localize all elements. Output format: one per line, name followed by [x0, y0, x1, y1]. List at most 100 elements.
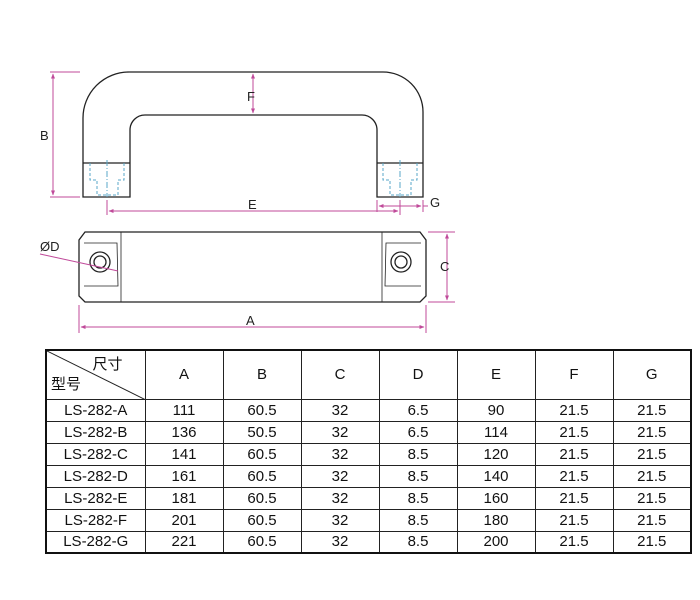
table-row: LS-282-B 136 50.5 32 6.5 114 21.5 21.5: [45, 420, 692, 444]
value-cell: 21.5: [534, 486, 614, 510]
dim-d-leader: [39, 253, 119, 272]
model-cell: LS-282-A: [45, 398, 146, 422]
value-cell: 32: [300, 508, 380, 532]
value-cell: 21.5: [534, 508, 614, 532]
model-cell: LS-282-B: [45, 420, 146, 444]
value-cell: 21.5: [612, 508, 692, 532]
value-cell: 111: [144, 398, 224, 422]
value-cell: 8.5: [378, 530, 458, 554]
value-cell: 8.5: [378, 464, 458, 488]
table-row: LS-282-C 141 60.5 32 8.5 120 21.5 21.5: [45, 442, 692, 466]
col-header-g: G: [612, 349, 692, 400]
value-cell: 21.5: [612, 530, 692, 554]
value-cell: 21.5: [612, 420, 692, 444]
dim-label-g: G: [430, 195, 440, 210]
table-row: LS-282-E 181 60.5 32 8.5 160 21.5 21.5: [45, 486, 692, 510]
dim-label-d: ØD: [40, 239, 60, 254]
right-hole-inner: [394, 255, 408, 269]
col-header-d: D: [378, 349, 458, 400]
col-header-f: F: [534, 349, 614, 400]
value-cell: 21.5: [534, 464, 614, 488]
value-cell: 21.5: [534, 530, 614, 554]
value-cell: 200: [456, 530, 536, 554]
value-cell: 21.5: [534, 442, 614, 466]
right-hidden-hole: [382, 163, 418, 196]
dim-label-a: A: [246, 313, 255, 328]
top-view: [78, 231, 427, 303]
value-cell: 21.5: [612, 398, 692, 422]
value-cell: 32: [300, 530, 380, 554]
col-header-e: E: [456, 349, 536, 400]
col-header-c: C: [300, 349, 380, 400]
left-hole-inner: [93, 255, 107, 269]
value-cell: 50.5: [222, 420, 302, 444]
value-cell: 6.5: [378, 420, 458, 444]
value-cell: 60.5: [222, 442, 302, 466]
model-cell: LS-282-D: [45, 464, 146, 488]
value-cell: 180: [456, 508, 536, 532]
value-cell: 32: [300, 442, 380, 466]
top-view-outline: [78, 231, 427, 303]
value-cell: 32: [300, 398, 380, 422]
value-cell: 8.5: [378, 442, 458, 466]
corner-label-dimension: 尺寸: [92, 356, 123, 373]
value-cell: 60.5: [222, 486, 302, 510]
table-row: LS-282-A 111 60.5 32 6.5 90 21.5 21.5: [45, 398, 692, 422]
dim-label-f: F: [247, 89, 255, 104]
value-cell: 8.5: [378, 508, 458, 532]
corner-diagonal: [47, 351, 144, 398]
left-end-block-inner: [84, 242, 119, 287]
model-cell: LS-282-F: [45, 508, 146, 532]
value-cell: 201: [144, 508, 224, 532]
right-hole-outer: [390, 251, 412, 273]
value-cell: 21.5: [534, 398, 614, 422]
value-cell: 160: [456, 486, 536, 510]
value-cell: 136: [144, 420, 224, 444]
corner-label-model: 型号: [51, 375, 82, 393]
value-cell: 60.5: [222, 530, 302, 554]
value-cell: 60.5: [222, 398, 302, 422]
value-cell: 114: [456, 420, 536, 444]
value-cell: 90: [456, 398, 536, 422]
value-cell: 60.5: [222, 464, 302, 488]
top-view-dimensions: [39, 231, 455, 333]
table-row: LS-282-D 161 60.5 32 8.5 140 21.5 21.5: [45, 464, 692, 488]
value-cell: 21.5: [534, 420, 614, 444]
value-cell: 141: [144, 442, 224, 466]
left-hole-outer: [89, 251, 111, 273]
left-hidden-hole: [89, 163, 125, 196]
model-cell: LS-282-G: [45, 530, 146, 554]
front-view-outline: [82, 71, 424, 198]
table-header-row: 尺寸 型号 A B C D E F G: [45, 349, 692, 400]
col-header-b: B: [222, 349, 302, 400]
value-cell: 32: [300, 420, 380, 444]
dim-label-b: B: [40, 128, 49, 143]
value-cell: 181: [144, 486, 224, 510]
value-cell: 221: [144, 530, 224, 554]
value-cell: 8.5: [378, 486, 458, 510]
col-header-a: A: [144, 349, 224, 400]
hidden-threaded-holes: [89, 160, 418, 197]
value-cell: 32: [300, 486, 380, 510]
handle-technical-drawing: B F E G: [39, 71, 455, 333]
dim-label-c: C: [440, 259, 449, 274]
dim-label-e: E: [248, 197, 257, 212]
value-cell: 120: [456, 442, 536, 466]
value-cell: 60.5: [222, 508, 302, 532]
model-cell: LS-282-E: [45, 486, 146, 510]
value-cell: 32: [300, 464, 380, 488]
front-view-dimensions: [50, 71, 428, 215]
table-corner-cell: 尺寸 型号: [45, 349, 146, 400]
value-cell: 140: [456, 464, 536, 488]
value-cell: 21.5: [612, 442, 692, 466]
value-cell: 21.5: [612, 486, 692, 510]
table-row: LS-282-G 221 60.5 32 8.5 200 21.5 21.5: [45, 530, 692, 554]
value-cell: 6.5: [378, 398, 458, 422]
table-row: LS-282-F 201 60.5 32 8.5 180 21.5 21.5: [45, 508, 692, 532]
right-end-block-inner: [384, 242, 421, 287]
model-cell: LS-282-C: [45, 442, 146, 466]
value-cell: 161: [144, 464, 224, 488]
spec-table: 尺寸 型号 A B C D E F G LS-282-A 111 60.5 32…: [45, 349, 692, 554]
value-cell: 21.5: [612, 464, 692, 488]
